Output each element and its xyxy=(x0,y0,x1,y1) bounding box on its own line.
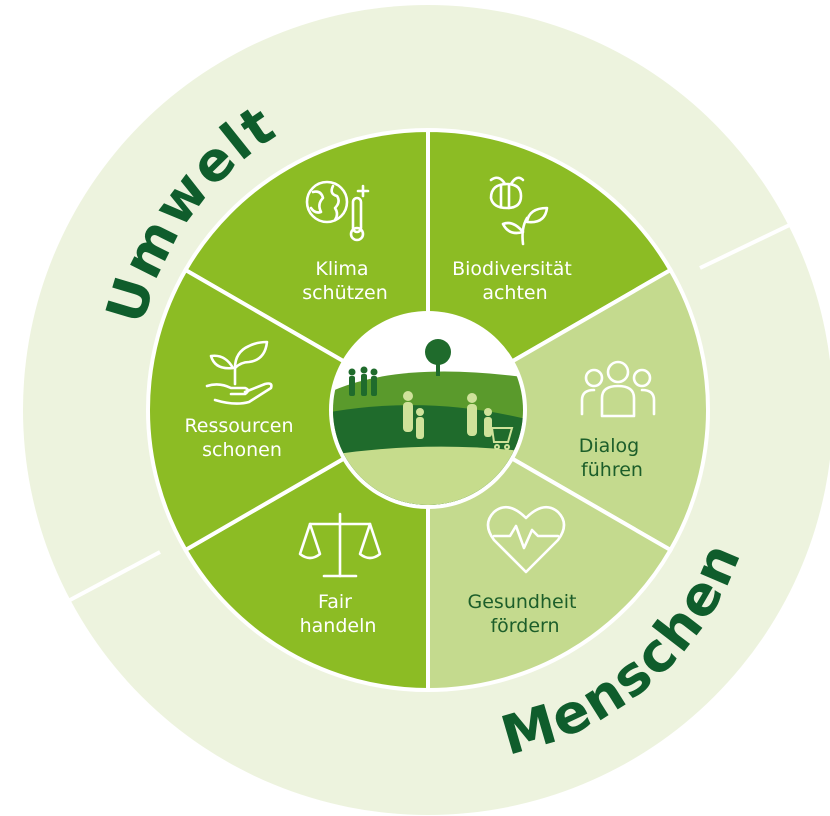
segment-label-ressourcen: Ressourcen schonen xyxy=(184,415,299,461)
ring-divider-lower xyxy=(69,550,161,602)
scales-icon xyxy=(298,512,382,578)
segment-label-biodiversitaet: Biodiversität achten xyxy=(452,258,578,304)
globe-thermometer-icon xyxy=(305,180,370,242)
segment-label-dialog: Dialog führen xyxy=(579,435,646,481)
segment-label-fair: Fair handeln xyxy=(300,591,377,637)
ring-divider-upper xyxy=(699,218,801,270)
segment-dialog[interactable] xyxy=(423,267,711,553)
hand-seedling-icon xyxy=(205,340,273,405)
center-illustration xyxy=(329,311,527,509)
people-group-icon xyxy=(580,360,656,418)
heart-pulse-icon xyxy=(486,505,566,574)
segment-label-gesundheit: Gesundheit fördern xyxy=(468,591,583,637)
bee-plant-icon xyxy=(489,176,549,246)
segment-label-klima: Klima schützen xyxy=(302,258,388,304)
segment-ressourcen[interactable] xyxy=(145,267,433,553)
